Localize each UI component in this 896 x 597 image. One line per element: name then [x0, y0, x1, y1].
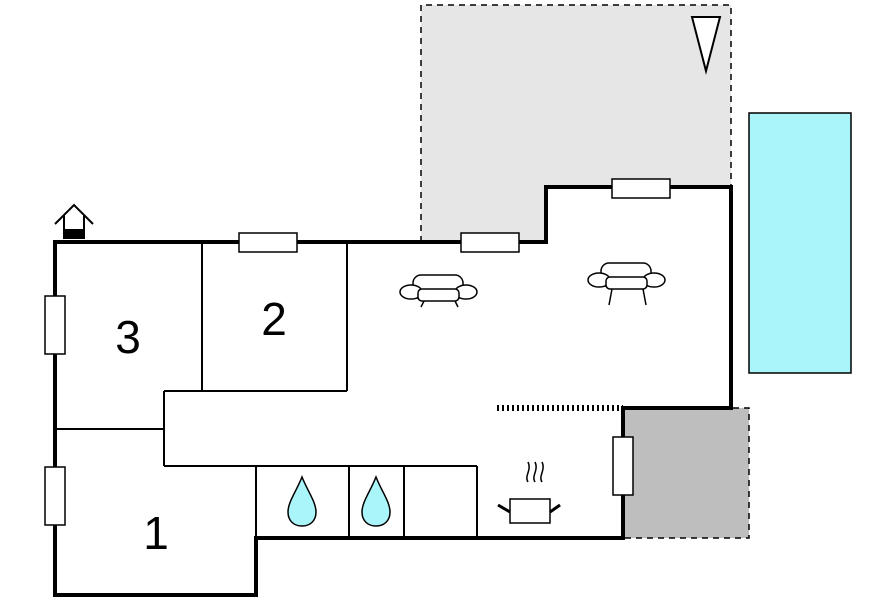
covered-terrace-area: [622, 407, 750, 539]
windows: [44, 178, 671, 526]
window: [44, 466, 66, 526]
sofa-icon: [399, 274, 478, 308]
window: [611, 178, 671, 199]
water-drop-icon: [287, 474, 317, 527]
swimming-pool: [748, 112, 852, 374]
room-label-1: 1: [143, 507, 169, 559]
window: [612, 436, 634, 496]
house-icon: [54, 203, 94, 239]
interior-walls: [55, 242, 478, 538]
room-label-2: 2: [261, 293, 287, 345]
window: [44, 295, 66, 355]
north-arrow-icon: [690, 16, 722, 75]
sofa-icon: [587, 262, 666, 306]
window: [460, 232, 520, 253]
water-drop-icon: [361, 474, 391, 527]
room-label-3: 3: [115, 311, 141, 363]
window: [238, 232, 298, 253]
cooking-pot-icon: [497, 461, 561, 524]
terrace-area: [420, 4, 732, 243]
